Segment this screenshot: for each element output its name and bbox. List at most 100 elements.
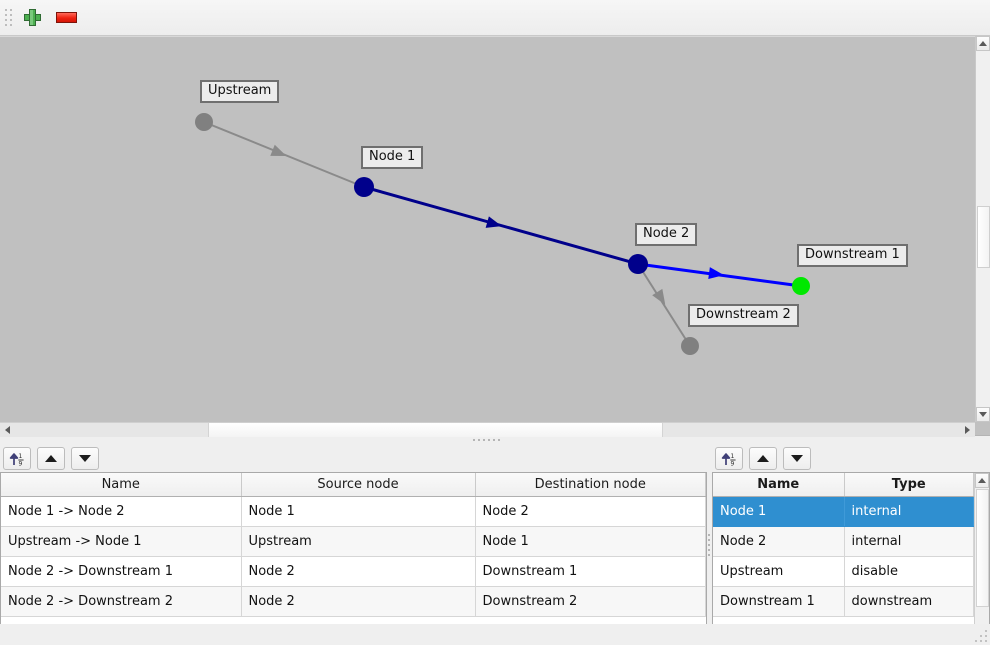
scroll-down-arrow-icon[interactable] xyxy=(976,407,990,422)
nodes-table-cell-name[interactable]: Downstream 1 xyxy=(713,586,845,617)
nodes-scroll-up-arrow-icon[interactable] xyxy=(975,473,989,488)
nodes-table-column-header-1[interactable]: Type xyxy=(844,473,974,497)
svg-text:9: 9 xyxy=(731,460,735,467)
scroll-right-arrow-icon[interactable] xyxy=(960,423,975,437)
edges-table-column-header-2[interactable]: Destination node xyxy=(475,473,706,497)
edges-table-cell-name[interactable]: Node 2 -> Downstream 1 xyxy=(1,556,242,587)
edges-table-cell-source[interactable]: Node 1 xyxy=(241,496,476,527)
graph-svg xyxy=(195,113,810,355)
horizontal-scroll-thumb[interactable] xyxy=(208,423,663,437)
splitter-grip-icon xyxy=(473,439,500,441)
main-toolbar xyxy=(0,0,990,36)
edges-panel-toolbar: 1 9 xyxy=(0,445,707,472)
plus-icon xyxy=(23,9,41,26)
edges-table-column-header-1[interactable]: Source node xyxy=(241,473,476,497)
triangle-down-icon xyxy=(79,455,91,462)
edges-table-cell-name[interactable]: Node 2 -> Downstream 2 xyxy=(1,586,242,617)
graph-node-node2[interactable] xyxy=(628,254,648,274)
graph-node-upstream[interactable] xyxy=(195,113,213,131)
svg-text:9: 9 xyxy=(19,460,23,467)
edges-table-cell-destination[interactable]: Node 1 xyxy=(475,526,706,557)
nodes-table-cell-type[interactable]: disable xyxy=(844,556,974,587)
nodes-table-column-header-0[interactable]: Name xyxy=(713,473,845,497)
graph-node-label-node1[interactable]: Node 1 xyxy=(361,146,424,169)
edges-table-cell-source[interactable]: Node 2 xyxy=(241,556,476,587)
graph-edge-node1-node2[interactable] xyxy=(363,185,639,266)
edges-table-column-header-0[interactable]: Name xyxy=(1,473,242,497)
nodes-move-down-button[interactable] xyxy=(783,447,811,470)
nodes-panel-toolbar: 1 9 xyxy=(712,445,990,472)
nodes-table-scrollbar[interactable] xyxy=(974,473,989,645)
sort-icon: 1 9 xyxy=(721,451,737,467)
triangle-up-icon xyxy=(757,455,769,462)
nodes-sort-button[interactable]: 1 9 xyxy=(715,447,743,470)
edges-table-cell-name[interactable]: Node 1 -> Node 2 xyxy=(1,496,242,527)
edges-move-down-button[interactable] xyxy=(71,447,99,470)
graph-edge-arrow-node1-node2 xyxy=(485,216,502,228)
nodes-table-cell-name[interactable]: Upstream xyxy=(713,556,845,587)
nodes-table-cell-name[interactable]: Node 1 xyxy=(713,496,845,527)
vertical-splitter-grip-icon xyxy=(708,534,710,556)
sort-icon: 1 9 xyxy=(9,451,25,467)
edges-sort-button[interactable]: 1 9 xyxy=(3,447,31,470)
graph-node-label-downstream1[interactable]: Downstream 1 xyxy=(797,244,908,267)
edges-move-up-button[interactable] xyxy=(37,447,65,470)
scroll-left-arrow-icon[interactable] xyxy=(0,423,15,437)
vertical-splitter[interactable] xyxy=(707,472,712,622)
remove-node-button[interactable] xyxy=(51,4,81,32)
edges-table-cell-destination[interactable]: Downstream 1 xyxy=(475,556,706,587)
status-bar xyxy=(0,624,990,645)
triangle-up-icon xyxy=(45,455,57,462)
horizontal-splitter[interactable] xyxy=(0,437,990,445)
triangle-down-icon xyxy=(791,455,803,462)
graph-edge-node2-downstream2[interactable] xyxy=(637,263,691,347)
edges-table-cell-source[interactable]: Upstream xyxy=(241,526,476,557)
edges-table-cell-name[interactable]: Upstream -> Node 1 xyxy=(1,526,242,557)
nodes-scroll-thumb[interactable] xyxy=(976,489,989,607)
canvas-horizontal-scrollbar[interactable] xyxy=(0,422,975,437)
edges-table-cell-destination[interactable]: Node 2 xyxy=(475,496,706,527)
graph-node-label-upstream[interactable]: Upstream xyxy=(200,80,280,103)
scroll-up-arrow-icon[interactable] xyxy=(976,36,990,51)
nodes-table-cell-type[interactable]: internal xyxy=(844,496,974,527)
nodes-move-up-button[interactable] xyxy=(749,447,777,470)
toolbar-drag-handle[interactable] xyxy=(3,7,13,29)
edges-table-cell-destination[interactable]: Downstream 2 xyxy=(475,586,706,617)
graph-edge-arrow-node2-downstream2 xyxy=(652,288,666,305)
graph-edge-arrow-upstream-node1 xyxy=(270,144,287,157)
nodes-table-cell-type[interactable]: internal xyxy=(844,526,974,557)
svg-text:1: 1 xyxy=(19,453,23,460)
canvas-vertical-scrollbar[interactable] xyxy=(975,36,990,422)
nodes-table-cell-type[interactable]: downstream xyxy=(844,586,974,617)
nodes-table-cell-name[interactable]: Node 2 xyxy=(713,526,845,557)
add-node-button[interactable] xyxy=(17,4,47,32)
graph-node-label-downstream2[interactable]: Downstream 2 xyxy=(688,304,799,327)
svg-text:1: 1 xyxy=(731,453,735,460)
minus-icon xyxy=(55,12,77,23)
edges-table-cell-source[interactable]: Node 2 xyxy=(241,586,476,617)
graph-node-downstream2[interactable] xyxy=(681,337,699,355)
vertical-scroll-thumb[interactable] xyxy=(977,206,990,268)
graph-node-node1[interactable] xyxy=(354,177,374,197)
graph-node-downstream1[interactable] xyxy=(792,277,810,295)
graph-node-label-node2[interactable]: Node 2 xyxy=(635,223,698,246)
graph-edge-arrow-node2-downstream1 xyxy=(708,267,724,280)
window-resize-grip-icon[interactable] xyxy=(975,630,987,642)
